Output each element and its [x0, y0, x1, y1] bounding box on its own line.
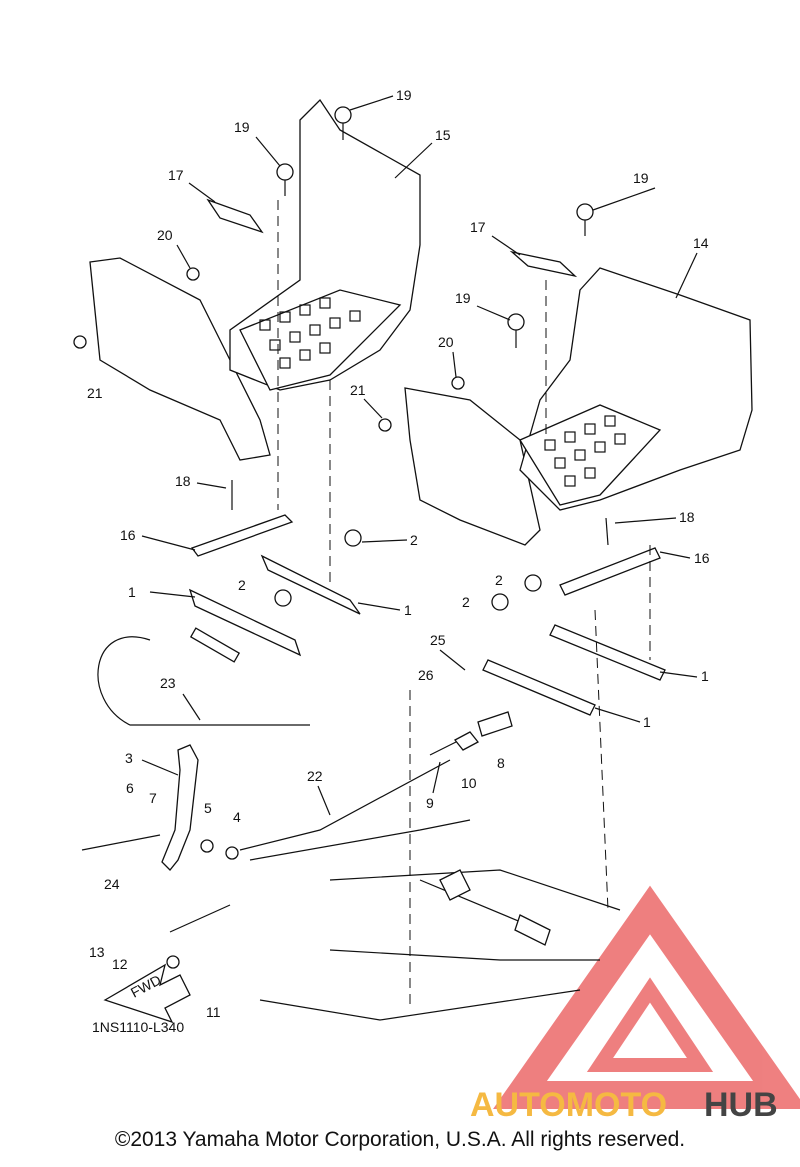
callout-label: 22 — [307, 768, 323, 784]
copyright-text: ©2013 Yamaha Motor Corporation, U.S.A. A… — [114, 1128, 686, 1151]
diagram-code: 1NS1110-L340 — [92, 1019, 184, 1035]
callout-label: 1 — [701, 668, 709, 684]
callout-label: 21 — [350, 382, 366, 398]
watermark-part1: AUTOMOTO — [470, 1086, 667, 1124]
callout-label: 2 — [238, 577, 246, 593]
callout-label: 11 — [206, 1004, 221, 1020]
callout-label: 13 — [89, 944, 105, 960]
fwd-arrow-icon — [103, 963, 191, 1024]
callout-label: 8 — [497, 755, 505, 771]
callout-label: 25 — [430, 632, 446, 648]
callout-label: 19 — [234, 119, 250, 135]
callout-label: 20 — [438, 334, 454, 350]
callout-label: 19 — [633, 170, 649, 186]
callout-label: 23 — [160, 675, 176, 691]
callout-label: 5 — [204, 800, 212, 816]
callout-label: 24 — [104, 876, 120, 892]
watermark-text: AUTOMOTO HUB — [470, 1086, 778, 1124]
callout-label: 17 — [168, 167, 184, 183]
callout-label: 19 — [455, 290, 471, 306]
brake-pedal-assembly — [81, 627, 513, 969]
callout-label: 6 — [126, 780, 134, 796]
callout-label: 4 — [233, 809, 241, 825]
callout-label: 2 — [462, 594, 470, 610]
callout-label: 1 — [404, 602, 412, 618]
callout-label: 16 — [120, 527, 136, 543]
callout-label: 9 — [426, 795, 434, 811]
brackets-parts — [188, 514, 666, 716]
callout-label: 1 — [643, 714, 651, 730]
bolts-parts — [73, 106, 609, 611]
callout-label: 20 — [157, 227, 173, 243]
callout-label: 18 — [175, 473, 191, 489]
callout-label: 14 — [693, 235, 709, 251]
callout-label: 19 — [396, 87, 412, 103]
callout-label: 3 — [125, 750, 133, 766]
callout-label: 12 — [112, 956, 128, 972]
callout-label: 18 — [679, 509, 695, 525]
right-footrest-part — [404, 250, 753, 546]
callout-label: 2 — [410, 532, 418, 548]
guide-lines — [277, 200, 651, 1010]
callout-label: 16 — [694, 550, 710, 566]
callout-label: 26 — [418, 667, 434, 683]
callout-label: 10 — [461, 775, 477, 791]
callout-label: 21 — [87, 385, 103, 401]
leader-lines — [141, 95, 698, 816]
frame-part — [249, 819, 621, 1021]
callout-label: 17 — [470, 219, 486, 235]
callout-label: 2 — [495, 572, 503, 588]
callout-label: 7 — [149, 790, 157, 806]
callout-label: 1 — [128, 584, 136, 600]
callouts: 19 19 15 17 20 21 19 17 14 19 20 21 18 1… — [87, 87, 710, 1020]
watermark-logo-graphic — [493, 885, 800, 1109]
watermark-part2: HUB — [704, 1086, 778, 1124]
callout-label: 15 — [435, 127, 451, 143]
